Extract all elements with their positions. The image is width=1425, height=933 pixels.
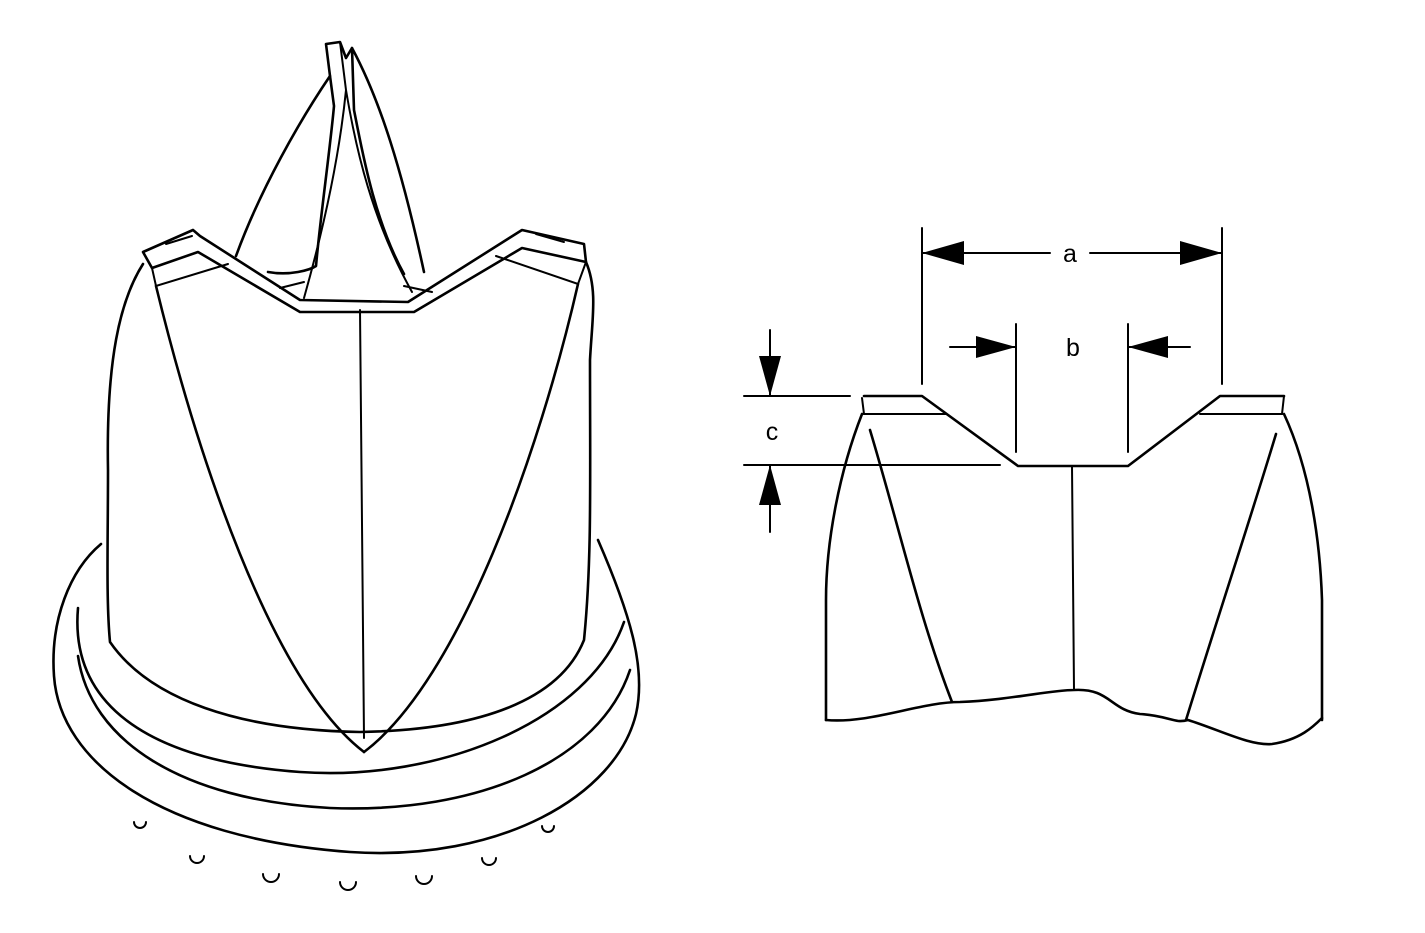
dim-b-arrow-left [976, 336, 1016, 358]
section-dimension-view: a b c [743, 227, 1324, 746]
dim-a-arrow-left [922, 241, 964, 265]
stud [415, 875, 433, 885]
section-center-seam [1071, 465, 1075, 691]
section-fold-right [1184, 432, 1278, 722]
rim-slot-right [535, 233, 565, 243]
seal-back-fin [234, 40, 426, 274]
stud [262, 873, 280, 883]
base-flange-ring [76, 606, 626, 775]
section-outline [862, 394, 1286, 468]
stud [541, 825, 555, 833]
dim-c-label: c [766, 418, 779, 446]
section-lip-right [1199, 395, 1285, 415]
section-wall-left [824, 412, 864, 722]
dimension-a: a [921, 227, 1223, 385]
front-fold-left [154, 284, 366, 754]
base-flange-outer [52, 538, 641, 855]
isometric-seal-view [52, 40, 641, 891]
flange-studs [133, 821, 555, 891]
stud [339, 881, 357, 891]
dim-a-label: a [1063, 240, 1077, 268]
section-torn-edge [824, 688, 1324, 746]
front-center-seam [359, 309, 365, 739]
dim-c-arrow-top [759, 356, 781, 396]
dim-b-label: b [1066, 334, 1080, 362]
stud [189, 855, 205, 864]
stud [481, 857, 497, 866]
section-wall-right [1282, 412, 1324, 722]
base-flange-ring-lower [76, 654, 632, 810]
seal-back-fin-inner [266, 74, 336, 275]
dim-b-arrow-right [1128, 336, 1168, 358]
seal-body [106, 260, 595, 734]
seal-top-rim [141, 228, 588, 314]
stud [133, 821, 147, 829]
seal-back-fin-groove [303, 41, 413, 299]
section-fold-left [868, 428, 954, 704]
section-lip-left [861, 397, 947, 415]
dimension-b: b [949, 323, 1191, 453]
dimension-c: c [743, 329, 1001, 533]
front-fold-right [362, 282, 580, 754]
seal-rim-inner [151, 263, 229, 288]
seal-back-fin-base [279, 281, 433, 293]
dim-c-arrow-bottom [759, 465, 781, 505]
rim-slot-left [165, 235, 193, 245]
dim-a-arrow-right [1180, 241, 1222, 265]
